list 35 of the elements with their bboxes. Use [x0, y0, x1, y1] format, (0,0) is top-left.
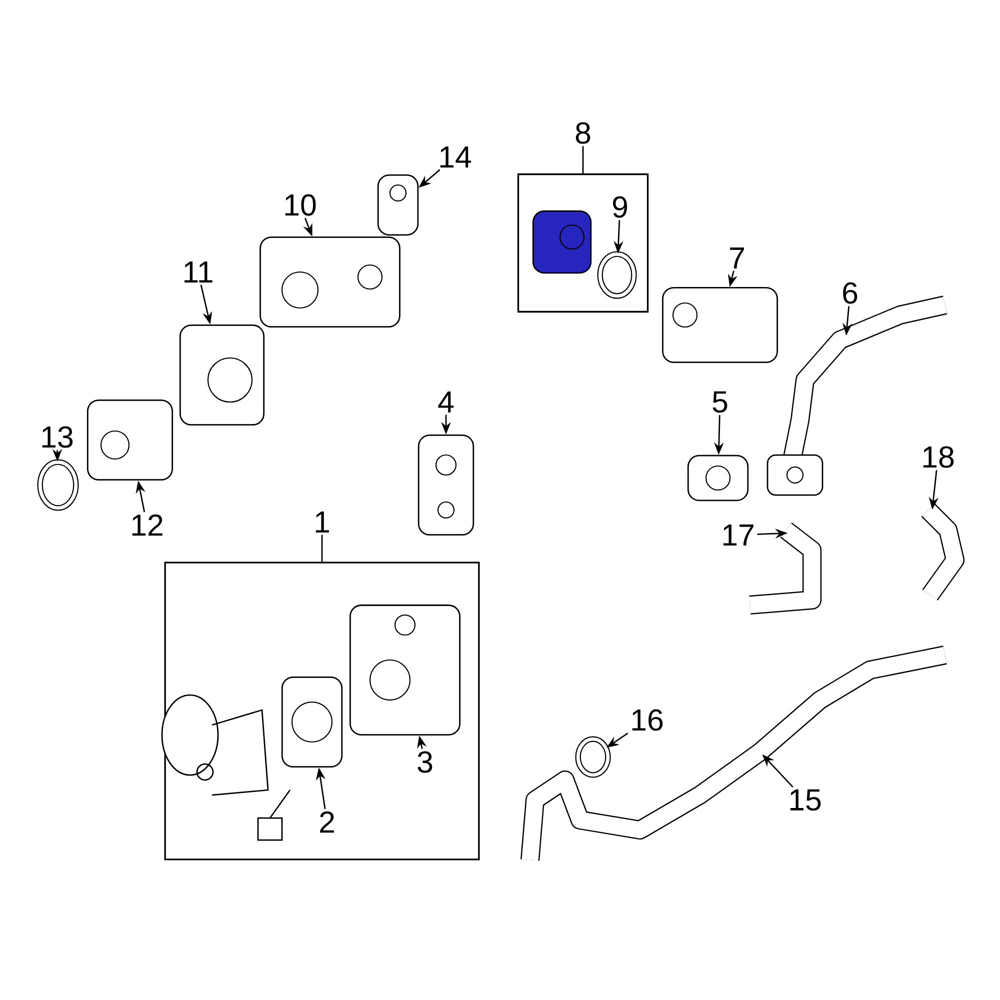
callout-number: 6 — [843, 282, 858, 304]
pipe-drawing — [921, 503, 965, 601]
callout-number: 2 — [320, 811, 334, 833]
callout-number: 13 — [42, 426, 73, 448]
callout-number: 12 — [132, 514, 162, 536]
sensor-drawing — [377, 174, 419, 236]
o-ring — [597, 251, 637, 299]
callout-number: 11 — [184, 262, 212, 282]
housing-drawing — [260, 236, 400, 328]
leader-line — [321, 534, 323, 562]
pipe-drawing — [520, 646, 947, 861]
callout-number: 18 — [923, 446, 954, 468]
leader-line — [582, 146, 584, 174]
o-ring — [37, 459, 79, 511]
callout-number: 17 — [723, 524, 754, 546]
group-box — [164, 562, 480, 860]
callout-number: 3 — [418, 751, 432, 773]
gasket-drawing — [281, 676, 343, 768]
housing-drawing — [662, 286, 778, 364]
callout-number: 8 — [576, 122, 590, 144]
callout-number: 7 — [730, 248, 744, 268]
callout-number: 9 — [612, 196, 628, 218]
gasket-drawing — [179, 324, 265, 426]
gasket-drawing — [418, 434, 474, 536]
thermostat-housing-drawing — [86, 399, 174, 481]
callout-number: 1 — [316, 512, 329, 532]
callout-number: 4 — [438, 392, 454, 412]
gasket-drawing — [687, 454, 749, 502]
group-box — [517, 173, 649, 313]
thermostat-drawing — [532, 210, 592, 274]
callout-number: 10 — [285, 194, 316, 216]
water-pump-drawing — [350, 604, 460, 736]
o-ring — [575, 736, 611, 778]
callout-number: 5 — [712, 391, 728, 413]
callout-number: 14 — [440, 146, 472, 168]
